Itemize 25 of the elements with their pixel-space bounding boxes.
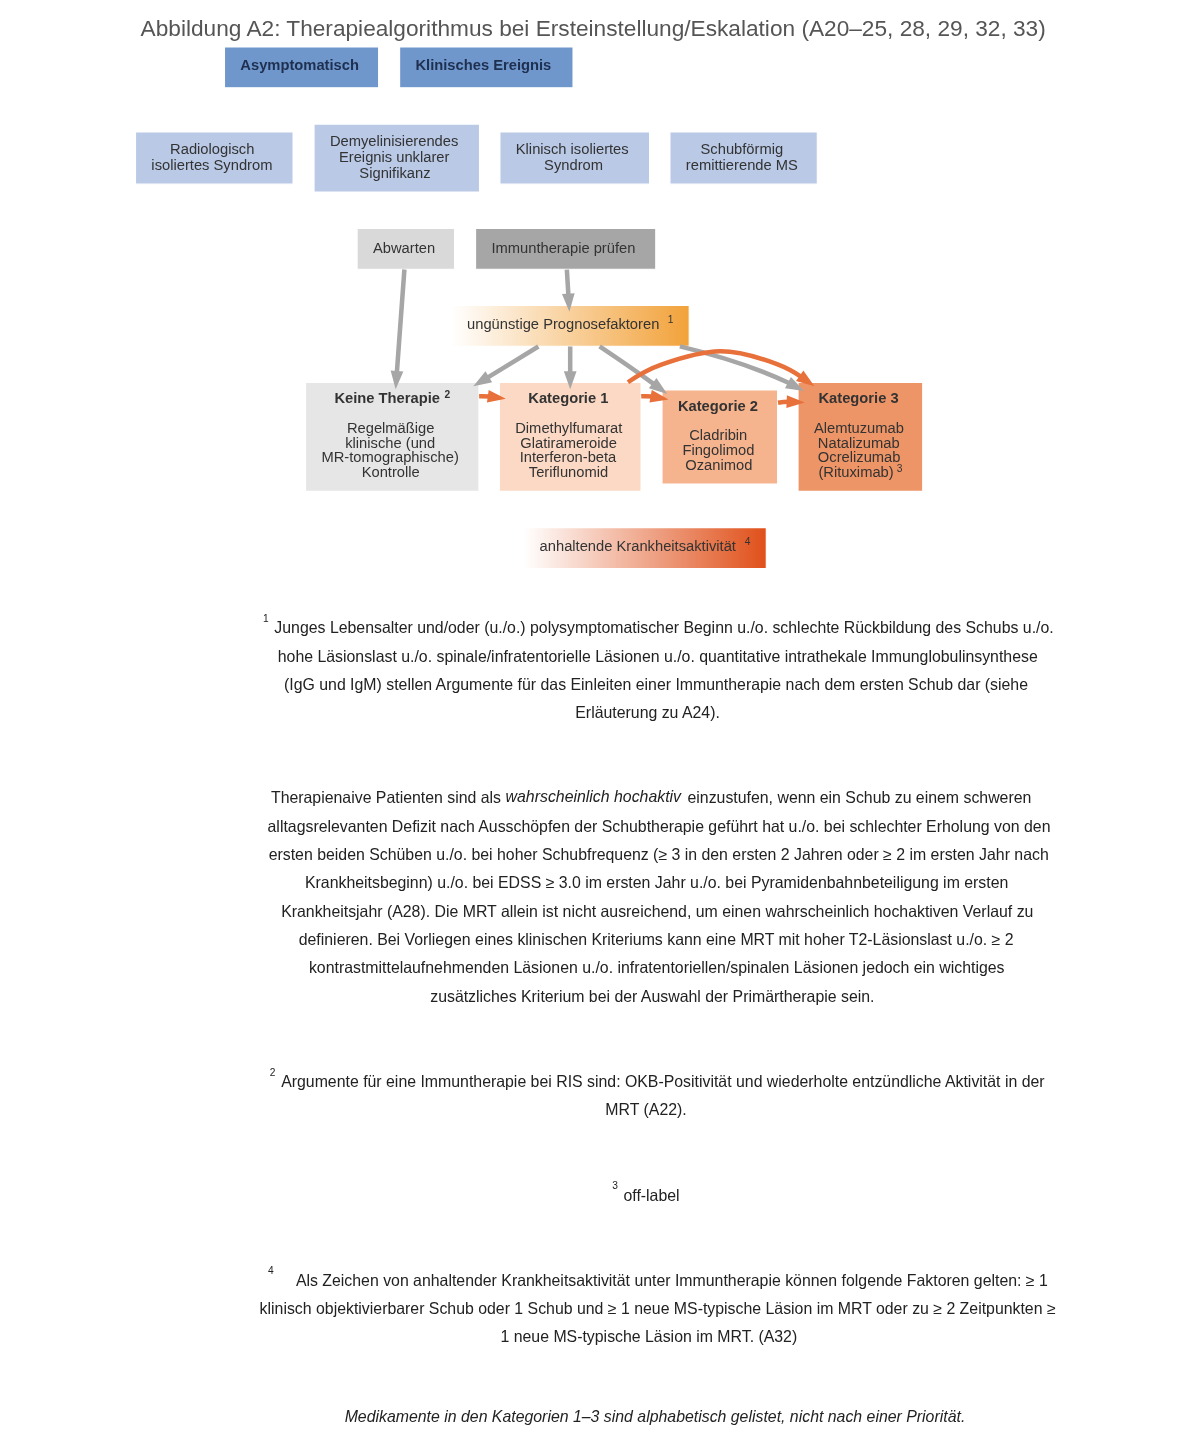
arrow xyxy=(626,349,815,387)
node-box: Abwarten xyxy=(356,227,456,270)
label: $^{1}$ Junges Lebensalter und/oder (u./o.) polysymptomatischer Beginn u./o. schlechte Rückbildung des Schubs u./o. hohe Läsionslast u./o. spinale/infratentorielle Läsionen u./o. quantitative intrathekale Immunglobulinsynthese (IgG und IgM) stellen Argumente für das Einleiten einer Immuntherapie nach dem ersten Schub dar (siehe Erläuterung zu A24). xyxy=(263,613,1054,722)
node-box: Asymptomatisch xyxy=(223,46,380,89)
node-box: Klinisches Ereignis xyxy=(399,46,574,89)
label: Therapienaive Patienten sind als wahrscheinlich hochaktiv einzustufen, wenn ein Schub zu einem schweren alltagsrelevanten Defizit nach Ausschöpfen der Schubtherapie geführt hat u./o. bei schlechter Erholung von den ersten beiden Schüben u./o. bei hoher Schubfrequenz (≥ 3 in den ersten 2 Jahren oder ≥ 2 im ersten Jahr nach Krankheitsbeginn) u./o. bei EDSS ≥ 3.0 im ersten Jahr u./o. bei Pyramidenbahnbeteiligung im ersten Krankheitsjahr (A28). Die MRT allein ist nicht ausreichend, um einen wahrscheinlich hochaktiven Verlauf zu definieren. Bei Vorliegen eines klinischen Kriteriums kann eine MRT mit hoher T2-Läsionslast u./o. ≥ 2 kontrastmittelaufnehmenden Läsionen u./o. infratentoriellen/spinalen Läsionen jedoch ein wichtiges zusätzliches Kriterium bei der Auswahl der Primärtherapie sein. xyxy=(267,788,1051,1005)
node-box: Kategorie 2 Cladribin Fingolimod Ozanimod xyxy=(661,389,779,485)
node-box: Immuntherapie prüfen xyxy=(475,227,657,270)
diagram-title: Abbildung A2: Therapiealgorithmus bei Ersteinstellung/Eskalation (A20–25, 28, 29, 32, 33) xyxy=(140,14,1046,41)
arrow xyxy=(679,344,805,392)
node-box: Keine Therapie$^{2}$ Regelmäßige klinische (und MR-tomographische) Kontrolle xyxy=(304,382,480,492)
node-box: Klinisch isoliertes Syndrom xyxy=(499,131,651,185)
arrow xyxy=(598,344,668,395)
arrow xyxy=(563,346,577,390)
node-box: Demyelinisierendes Ereignis unklarer Signifikanz xyxy=(313,123,481,193)
node-box: Radiologisch isoliertes Syndrom xyxy=(134,131,294,185)
label: $^{2}$ Argumente für eine Immuntherapie bei RIS sind: OKB-Positivität und wiederholte entzündliche Aktivität in der MRT (A22). xyxy=(269,1066,1045,1119)
arrow xyxy=(561,269,575,312)
node-box: Kategorie 3 Alemtuzumab Natalizumab Ocrelizumab (Rituximab)$^{3}$ xyxy=(797,382,924,492)
arrow xyxy=(390,269,407,390)
node-box: Schubförmig remittierende MS xyxy=(669,131,818,185)
label: Medikamente in den Kategorien 1–3 sind alphabetisch gelistet, nicht nach einer Priorität. xyxy=(344,1407,966,1425)
arrow xyxy=(473,344,540,387)
node-box: Kategorie 1 Dimethylfumarat Glatirameroide Interferon-beta Teriflunomid xyxy=(498,382,642,492)
label: $^{3}$ off-label xyxy=(612,1180,680,1204)
